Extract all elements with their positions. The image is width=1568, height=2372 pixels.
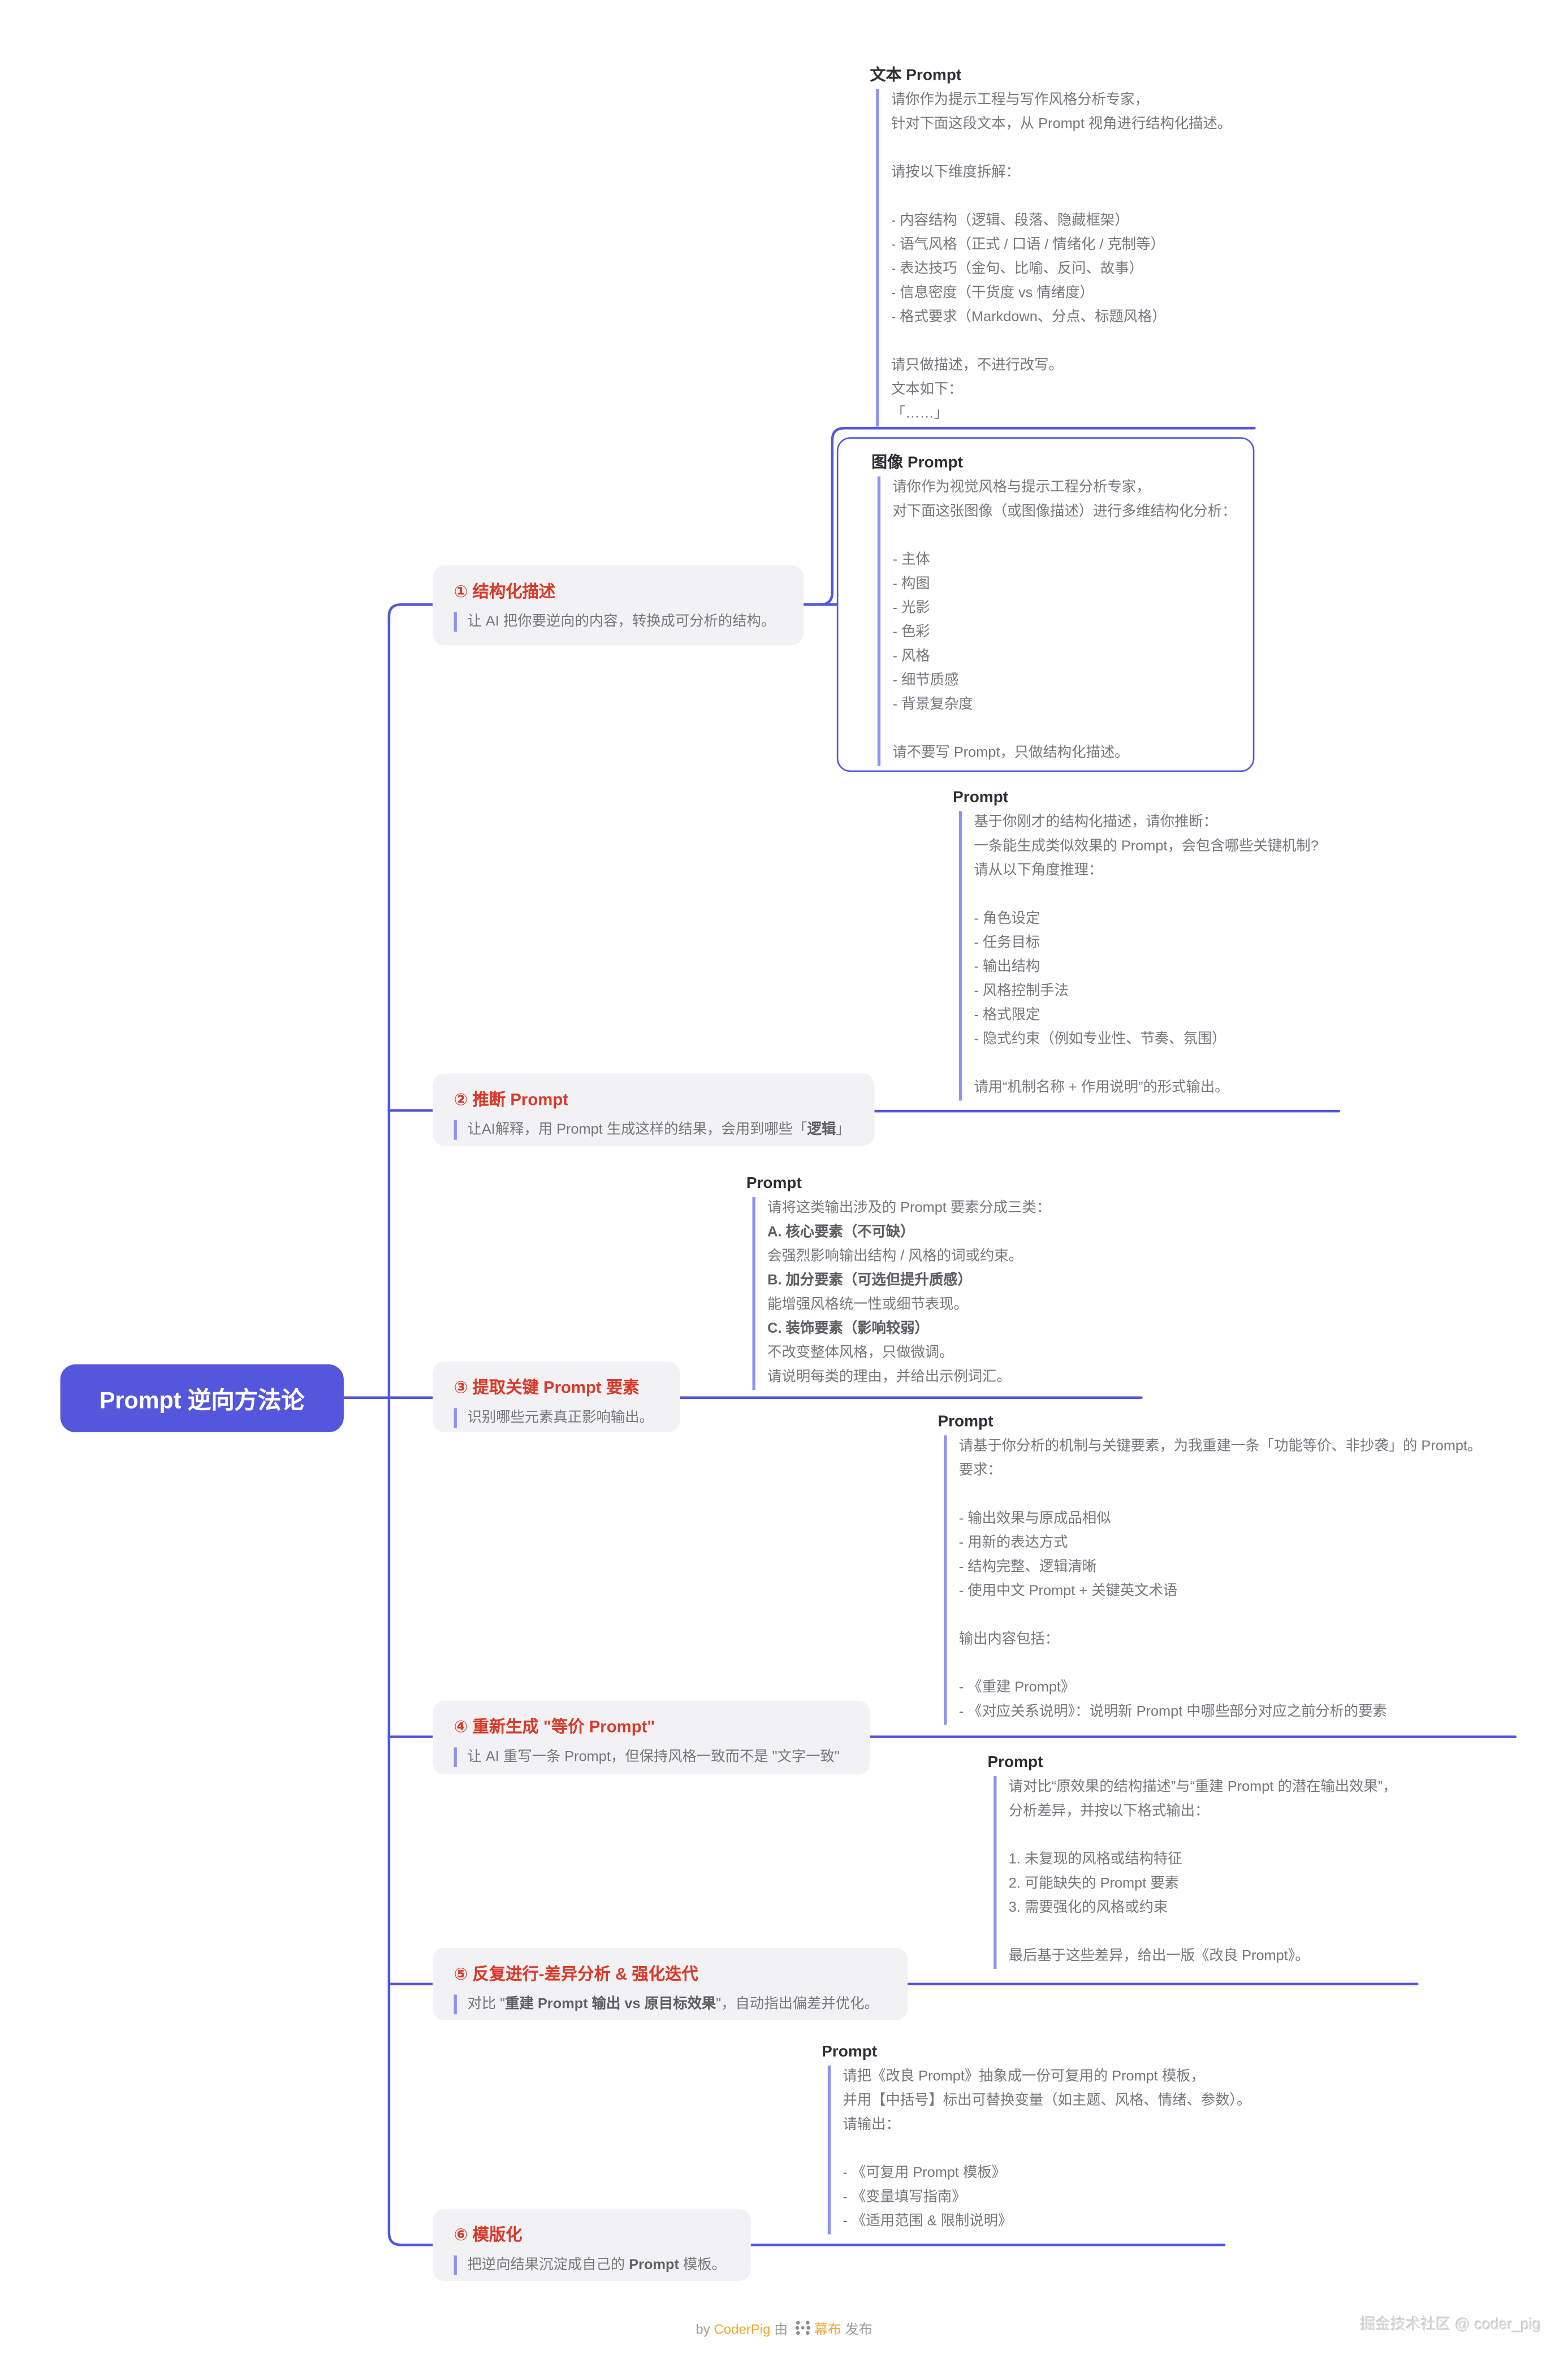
branch-desc: 识别哪些元素真正影响输出。 [453, 1408, 659, 1428]
branch-title: ③ 提取关键 Prompt 要素 [453, 1379, 640, 1398]
branch-title: ⑤ 反复进行-差异分析 & 强化迭代 [453, 1965, 698, 1984]
footer-author-link[interactable]: CoderPig [714, 2322, 771, 2337]
node-text-prompt[interactable]: 文本 Prompt 请你作为提示工程与写作风格分析专家，针对下面这段文本，从 P… [870, 63, 1232, 427]
footer-via: 由 [770, 2322, 792, 2337]
branch-desc: 对比 "重建 Prompt 输出 vs 原目标效果"，自动指出偏差并优化。 [453, 1994, 887, 2015]
branch-regenerate-equivalent[interactable]: ④ 重新生成 "等价 Prompt" 让 AI 重写一条 Prompt，但保持风… [433, 1700, 870, 1775]
branch-desc: 把逆向结果沉淀成自己的 Prompt 模板。 [453, 2255, 730, 2275]
branch-title: ① 结构化描述 [453, 583, 556, 602]
juejin-watermark: 掘金技术社区 @ coder_pig [1360, 2317, 1541, 2334]
node-diff-prompt[interactable]: Prompt 请对比“原效果的结构描述”与“重建 Prompt 的潜在输出效果”… [987, 1751, 1397, 1969]
node-title: Prompt [938, 1412, 994, 1431]
node-title: Prompt [746, 1174, 802, 1193]
node-template-prompt[interactable]: Prompt 请把《改良 Prompt》抽象成一份可复用的 Prompt 模板，… [822, 2040, 1251, 2235]
mubu-logo-icon [794, 2319, 811, 2340]
trunk-line [387, 603, 434, 2246]
node-title: 文本 Prompt [870, 66, 962, 85]
node-rebuild-prompt[interactable]: Prompt 请基于你分析的机制与关键要素，为我重建一条「功能等价、非抄袭」的 … [938, 1410, 1481, 1725]
branch-desc: 让AI解释，用 Prompt 生成这样的结果，会用到哪些「逻辑」 [453, 1120, 854, 1140]
node-body: 请基于你分析的机制与关键要素，为我重建一条「功能等价、非抄袭」的 Prompt。… [944, 1435, 1481, 1725]
node-infer-prompt[interactable]: Prompt 基于你刚才的结构化描述，请你推断：一条能生成类似效果的 Promp… [953, 785, 1319, 1101]
node-body: 请你作为提示工程与写作风格分析专家，针对下面这段文本，从 Prompt 视角进行… [876, 89, 1232, 427]
branch-structured-description[interactable]: ① 结构化描述 让 AI 把你要逆向的内容，转换成可分析的结构。 [433, 565, 804, 646]
footer-platform-link[interactable]: 幕布 [814, 2322, 841, 2337]
footer-publish: 发布 [841, 2322, 872, 2337]
footer-by: by [696, 2322, 714, 2337]
node-title: Prompt [953, 788, 1009, 807]
branch-diff-analysis-iterate[interactable]: ⑤ 反复进行-差异分析 & 强化迭代 对比 "重建 Prompt 输出 vs 原… [433, 1947, 908, 2020]
branch-title: ⑥ 模版化 [453, 2227, 522, 2245]
node-extract-prompt[interactable]: Prompt 请将这类输出涉及的 Prompt 要素分成三类：A. 核心要素（不… [746, 1172, 1051, 1390]
node-image-prompt-selected[interactable]: 图像 Prompt 请你作为视觉风格与提示工程分析专家，对下面这张图像（或图像描… [836, 437, 1255, 772]
branch-infer-prompt[interactable]: ② 推断 Prompt 让AI解释，用 Prompt 生成这样的结果，会用到哪些… [433, 1073, 875, 1146]
publish-footer: by CoderPig 由 幕布 发布 [0, 2319, 1568, 2340]
branch-title: ② 推断 Prompt [453, 1091, 569, 1110]
root-node[interactable]: Prompt 逆向方法论 [60, 1364, 344, 1433]
node-title: Prompt [822, 2042, 878, 2061]
node-title: 图像 Prompt [871, 453, 963, 472]
branch-desc: 让 AI 把你要逆向的内容，转换成可分析的结构。 [453, 612, 783, 632]
branch-extract-key-elements[interactable]: ③ 提取关键 Prompt 要素 识别哪些元素真正影响输出。 [433, 1361, 680, 1433]
node-body: 请你作为视觉风格与提示工程分析专家，对下面这张图像（或图像描述）进行多维结构化分… [877, 476, 1253, 766]
branch-title: ④ 重新生成 "等价 Prompt" [453, 1718, 655, 1737]
node-body: 请将这类输出涉及的 Prompt 要素分成三类：A. 核心要素（不可缺）会强烈影… [752, 1197, 1051, 1390]
node-body: 基于你刚才的结构化描述，请你推断：一条能生成类似效果的 Prompt，会包含哪些… [958, 811, 1319, 1101]
branch-templatize[interactable]: ⑥ 模版化 把逆向结果沉淀成自己的 Prompt 模板。 [433, 2209, 751, 2282]
branch-desc: 让 AI 重写一条 Prompt，但保持风格一致而不是 "文字一致" [453, 1747, 849, 1767]
node-body: 请把《改良 Prompt》抽象成一份可复用的 Prompt 模板，并用【中括号】… [827, 2065, 1251, 2235]
node-title: Prompt [987, 1753, 1043, 1772]
root-label: Prompt 逆向方法论 [99, 1388, 305, 1414]
node-body: 请对比“原效果的结构描述”与“重建 Prompt 的潜在输出效果”，分析差异，并… [994, 1775, 1397, 1969]
